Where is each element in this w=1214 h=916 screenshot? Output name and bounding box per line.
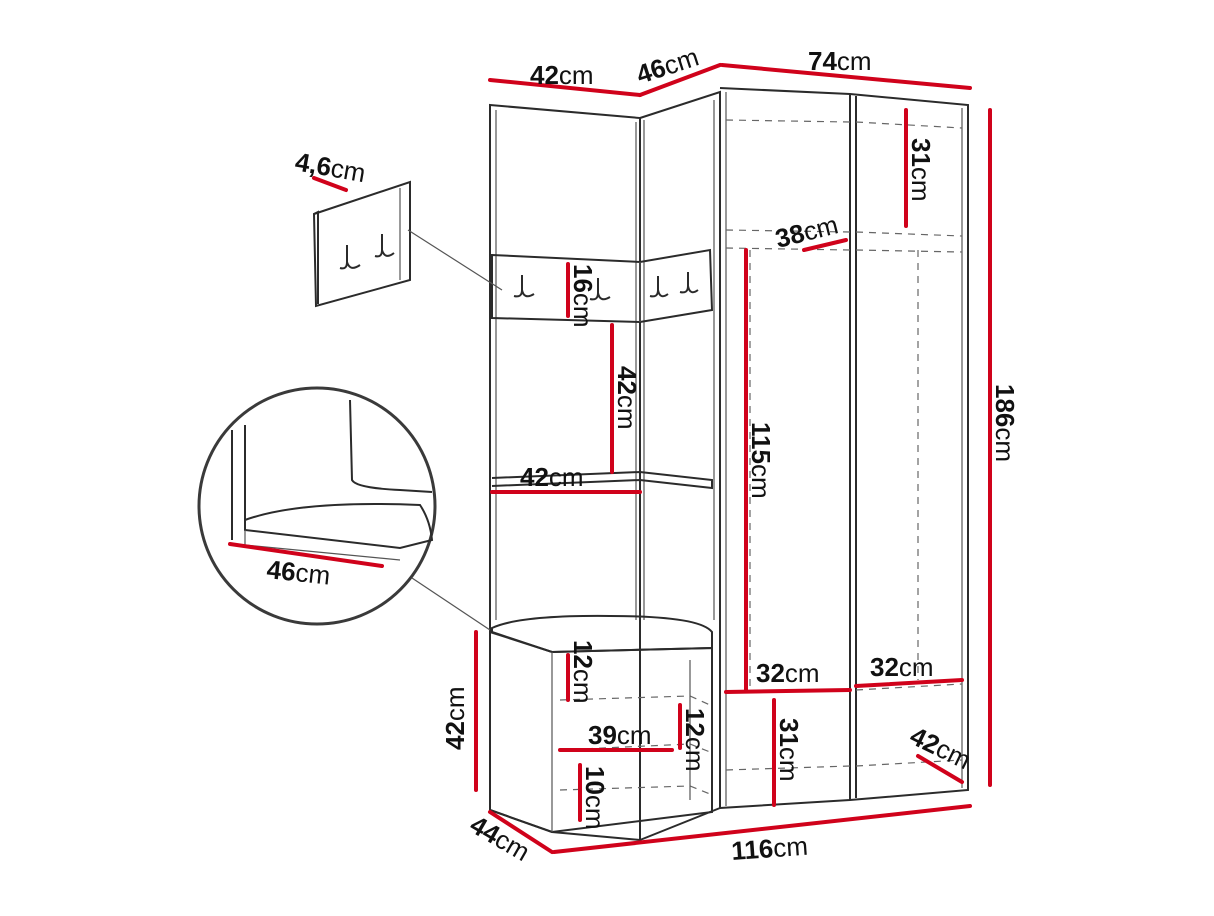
bottom-gap-label: 10cm [580,766,610,830]
wardrobe [719,87,969,809]
rail-drop-label: 115cm [746,422,776,499]
top-width-label: 74cm [808,46,872,76]
base-shelf-left-label: 32cm [756,658,820,688]
total-width-label: 116cm [730,831,809,866]
bench-height-label: 42cm [440,686,470,750]
hook-panel-height-label: 16cm [568,264,598,328]
coat-hook-icon [513,275,535,298]
coat-hook-icon [339,245,361,270]
inner-shelf-width-label: 39cm [588,720,652,750]
seat-detail-circle [197,386,491,631]
total-height-label: 186cm [990,384,1020,462]
open-shelf-width-label: 42cm [520,462,584,492]
coat-hook-icon [649,276,669,298]
seat-depth-label: 46cm [265,554,331,590]
top-depth-label: 42cm [530,60,594,90]
coat-hook-icon [589,278,611,301]
coat-hook-icon [679,272,699,294]
bench-top-gap-label: 12cm [568,640,598,704]
hook-panel-thickness-label: 4,6cm [293,146,368,188]
dimension-labels: 42cm 46cm 74cm 4,6cm 16cm 31cm 38cm 42cm… [265,42,1020,867]
top-shelf-gap-label: 31cm [906,138,936,202]
hook-panel-detail [312,180,503,308]
corner-depth-label: 46cm [633,42,703,90]
rail-width-label: 38cm [772,209,841,253]
left-coat-panel [489,90,721,842]
leader-line [407,229,503,291]
inner-shelf-gap-label: 12cm [680,708,710,772]
base-compartment-height-label: 31cm [774,718,804,782]
coat-hook-icon [374,234,395,258]
open-shelf-height-label: 42cm [612,366,642,430]
dimension-lines [228,63,992,854]
base-shelf-right-label: 32cm [870,652,934,682]
leader-line [411,577,491,631]
